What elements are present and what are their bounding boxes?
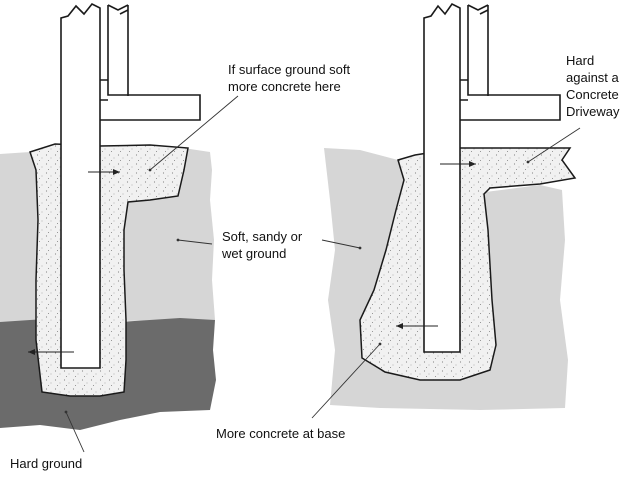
leader-soft-ground-right xyxy=(321,239,361,249)
post-left xyxy=(60,2,101,369)
label-surface-soft: If surface ground soft more concrete her… xyxy=(228,62,354,94)
concrete-footing-right xyxy=(359,147,577,381)
right-diagram xyxy=(324,2,577,410)
label-soft-ground: Soft, sandy or wet ground xyxy=(221,229,306,261)
left-diagram xyxy=(0,2,216,430)
leader-dot-hard xyxy=(64,410,68,414)
leader-hard-ground xyxy=(65,411,85,453)
leader-driveway xyxy=(527,127,581,163)
leader-surface-soft xyxy=(149,95,239,171)
leader-soft-ground-left xyxy=(177,239,213,245)
leader-dot-driveway xyxy=(526,160,530,164)
label-driveway: Hard against a Concrete Driveway xyxy=(566,53,622,119)
leader-base xyxy=(311,343,381,419)
label-base: More concrete at base xyxy=(216,426,345,441)
leader-dot-soft-right xyxy=(358,246,362,250)
rail-frame-outer-right xyxy=(460,79,468,101)
leader-dot-soft-left xyxy=(176,238,180,242)
post-right xyxy=(423,2,461,353)
rail-frame-outer-left xyxy=(100,79,108,101)
leader-dot-surface xyxy=(148,168,152,172)
leader-dot-base xyxy=(378,342,382,346)
rail-frame-right xyxy=(460,4,561,121)
rail-frame-left xyxy=(100,4,201,121)
leader-lines xyxy=(64,95,581,453)
label-hard-ground: Hard ground xyxy=(10,456,82,471)
